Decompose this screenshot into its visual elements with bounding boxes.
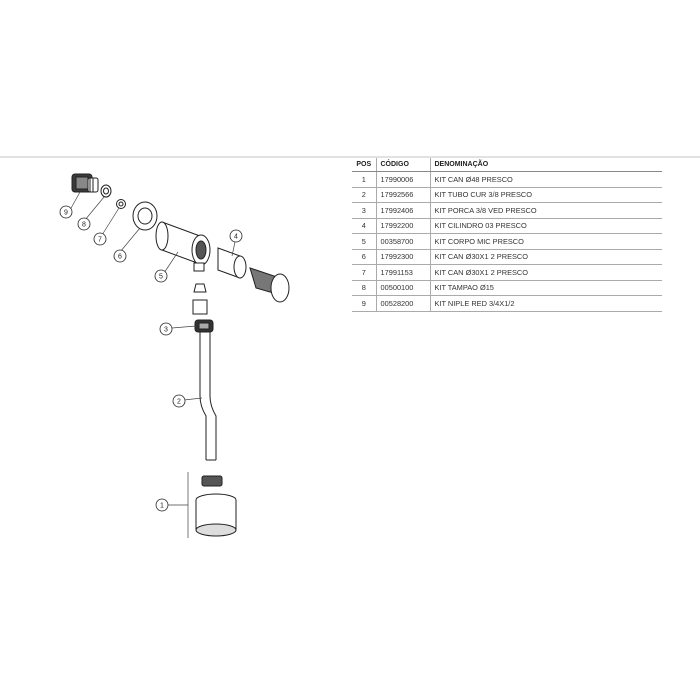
svg-text:8: 8 xyxy=(82,222,86,229)
part-6-flange xyxy=(132,201,158,231)
part-7-ring xyxy=(116,199,126,209)
cell-pos: 6 xyxy=(352,249,377,265)
cell-name: KIT PORCA 3/8 VED PRESCO xyxy=(430,202,662,219)
cell-code: 17990006 xyxy=(376,171,431,188)
cell-pos: 1 xyxy=(352,171,377,188)
header-code: CÓDIGO xyxy=(376,158,431,172)
top-divider xyxy=(0,156,700,158)
table-row: 9 00528200 KIT NIPLE RED 3/4X1/2 xyxy=(352,295,662,312)
connector-nut xyxy=(192,283,208,315)
table-header-row: POS CÓDIGO DENOMINAÇÃO xyxy=(352,158,662,172)
cell-code: 00358700 xyxy=(376,233,431,250)
cell-name: KIT CORPO MIC PRESCO xyxy=(430,233,662,250)
part-5-body xyxy=(155,221,211,272)
part-4-cylinder xyxy=(217,247,290,303)
svg-text:2: 2 xyxy=(177,399,181,406)
svg-text:5: 5 xyxy=(159,274,163,281)
table-row: 1 17990006 KIT CAN Ø48 PRESCO xyxy=(352,171,662,188)
exploded-parts-diagram: 9 8 7 6 5 4 3 xyxy=(0,160,340,560)
header-pos: POS xyxy=(352,158,377,172)
table-row: 7 17991153 KIT CAN Ø30X1 2 PRESCO xyxy=(352,264,662,281)
cell-name: KIT CAN Ø48 PRESCO xyxy=(430,171,662,188)
part-8-plug xyxy=(100,184,112,198)
callout-6: 6 xyxy=(113,249,127,263)
svg-text:4: 4 xyxy=(234,234,238,241)
part-9-nipple xyxy=(71,173,99,193)
svg-text:6: 6 xyxy=(118,254,122,261)
cell-pos: 9 xyxy=(352,295,377,312)
cell-name: KIT TUBO CUR 3/8 PRESCO xyxy=(430,187,662,203)
table-row: 6 17992300 KIT CAN Ø30X1 2 PRESCO xyxy=(352,249,662,265)
cell-name: KIT NIPLE RED 3/4X1/2 xyxy=(430,295,662,312)
cell-code: 17991153 xyxy=(376,264,431,281)
callout-4: 4 xyxy=(229,229,243,243)
callout-9: 9 xyxy=(59,205,73,219)
cell-pos: 3 xyxy=(352,202,377,219)
leader-lines xyxy=(69,191,236,538)
cell-pos: 8 xyxy=(352,280,377,296)
part-3-nut xyxy=(194,319,214,333)
parts-list-table: POS CÓDIGO DENOMINAÇÃO 1 17990006 KIT CA… xyxy=(352,158,662,312)
table-row: 2 17992566 KIT TUBO CUR 3/8 PRESCO xyxy=(352,187,662,203)
svg-text:9: 9 xyxy=(64,210,68,217)
callout-5: 5 xyxy=(154,269,168,283)
svg-text:7: 7 xyxy=(98,237,102,244)
callouts: 9 8 7 6 5 4 3 xyxy=(59,205,243,512)
svg-text:3: 3 xyxy=(164,327,168,334)
cell-pos: 2 xyxy=(352,187,377,203)
cell-name: KIT CAN Ø30X1 2 PRESCO xyxy=(430,249,662,265)
cell-pos: 4 xyxy=(352,218,377,234)
part-1-canopy xyxy=(195,475,237,537)
table-row: 3 17992406 KIT PORCA 3/8 VED PRESCO xyxy=(352,202,662,219)
table-row: 8 00500100 KIT TAMPAO Ø15 xyxy=(352,280,662,296)
callout-1: 1 xyxy=(155,498,169,512)
cell-code: 17992566 xyxy=(376,187,431,203)
cell-name: KIT CAN Ø30X1 2 PRESCO xyxy=(430,264,662,281)
callout-2: 2 xyxy=(172,394,186,408)
cell-name: KIT CILINDRO 03 PRESCO xyxy=(430,218,662,234)
cell-pos: 7 xyxy=(352,264,377,281)
cell-name: KIT TAMPAO Ø15 xyxy=(430,280,662,296)
header-name: DENOMINAÇÃO xyxy=(430,158,662,172)
cell-code: 17992200 xyxy=(376,218,431,234)
cell-code: 00500100 xyxy=(376,280,431,296)
table-row: 5 00358700 KIT CORPO MIC PRESCO xyxy=(352,233,662,250)
part-2-tube xyxy=(199,332,217,461)
callout-8: 8 xyxy=(77,217,91,231)
cell-code: 00528200 xyxy=(376,295,431,312)
table-row: 4 17992200 KIT CILINDRO 03 PRESCO xyxy=(352,218,662,234)
cell-pos: 5 xyxy=(352,233,377,250)
callout-3: 3 xyxy=(159,322,173,336)
svg-text:1: 1 xyxy=(160,503,164,510)
cell-code: 17992300 xyxy=(376,249,431,265)
callout-7: 7 xyxy=(93,232,107,246)
cell-code: 17992406 xyxy=(376,202,431,219)
